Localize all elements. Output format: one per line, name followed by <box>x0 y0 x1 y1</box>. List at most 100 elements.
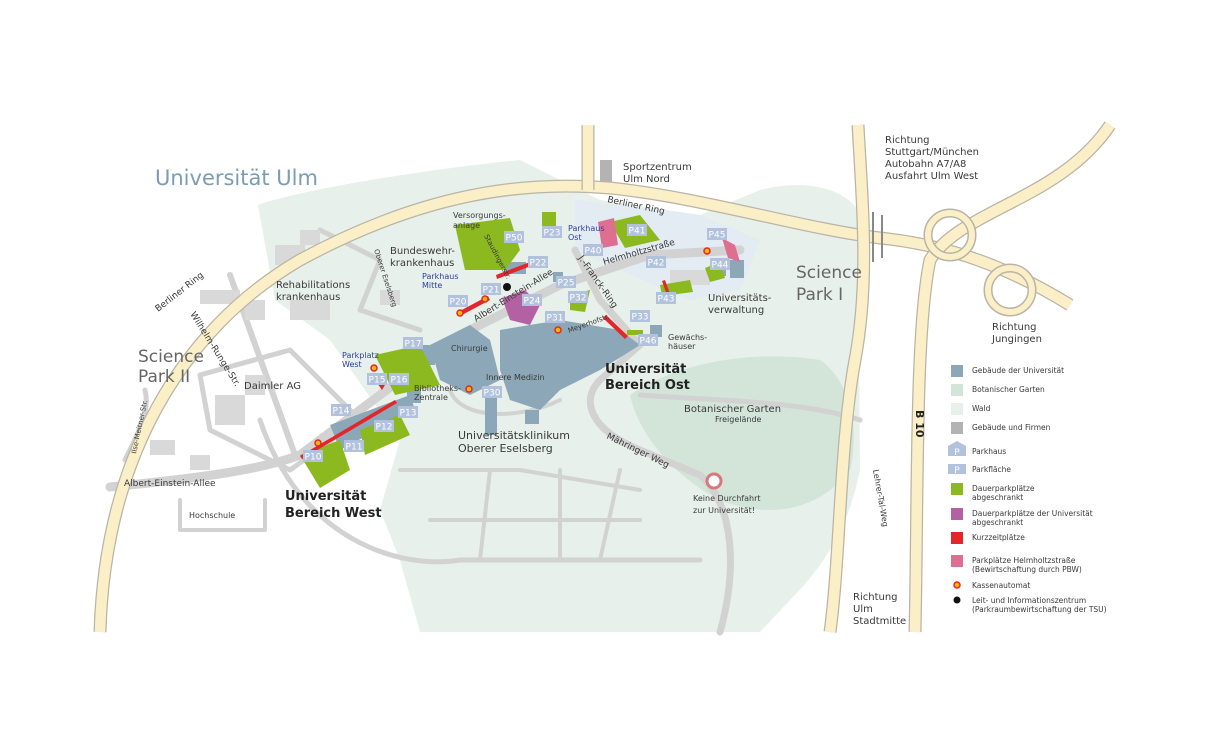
legend-item: Kurzzeitplätze <box>951 532 1025 544</box>
parking-p30[interactable]: P30 <box>482 386 502 399</box>
parking-box <box>707 228 727 240</box>
parking-p14[interactable]: P14 <box>331 404 351 417</box>
parking-p44[interactable]: P44 <box>710 258 730 271</box>
parking-box <box>481 283 501 295</box>
parking-p42[interactable]: P42 <box>646 256 666 269</box>
parking-label: P15 <box>369 376 386 386</box>
parking-p21[interactable]: P21 <box>481 283 501 296</box>
kassenautomat-icon <box>703 247 711 255</box>
parking-label: P50 <box>506 234 523 244</box>
label-bundeswehrkrankenhaus: Bundeswehr-krankenhaus <box>390 246 455 269</box>
parking-p33[interactable]: P33 <box>630 310 650 323</box>
legend-item: Botanischer Garten <box>951 384 1045 396</box>
parking-box <box>303 450 323 462</box>
parking-p20[interactable]: P20 <box>448 295 468 308</box>
parking-p32[interactable]: P32 <box>568 291 588 304</box>
parking-p24[interactable]: P24 <box>522 294 542 307</box>
legend-label: Parkhaus <box>972 447 1006 456</box>
legend-item: Parkplätze Helmholtzstraße(Bewirtschaftu… <box>951 555 1082 574</box>
parking-box <box>710 258 730 270</box>
parking-p50[interactable]: P50 <box>504 231 524 244</box>
parking-box <box>367 373 387 385</box>
legend-swatch <box>951 403 963 415</box>
legend-label: Kassenautomat <box>972 581 1030 590</box>
street-berliner-ring-west: Berliner Ring <box>154 271 206 315</box>
label-innere-medizin: Innere Medizin <box>486 373 545 382</box>
parking-p43[interactable]: P43 <box>656 292 676 305</box>
legend-label: Gebäude und Firmen <box>972 423 1051 432</box>
legend-item: Gebäude und Firmen <box>951 422 1051 434</box>
no-through-road-icon <box>705 472 723 490</box>
label-hochschule: Hochschule <box>189 511 235 520</box>
street-albert-einstein-allee-west: Albert-Einstein-Allee <box>124 479 216 489</box>
legend-item: Gebäude der Universität <box>951 365 1064 377</box>
street-lehrer-tal-weg: Lehrer-Tal-Weg <box>871 469 890 528</box>
parking-label: P40 <box>585 247 602 257</box>
map-title: Universität Ulm <box>155 166 318 190</box>
legend-swatch <box>951 483 963 495</box>
label-universitaetsverwaltung: Universitäts-verwaltung <box>708 293 772 316</box>
parking-p17[interactable]: P17 <box>403 337 423 350</box>
parking-p15[interactable]: P15 <box>367 373 387 386</box>
parking-box <box>403 337 423 349</box>
parking-p10[interactable]: P10 <box>303 450 323 463</box>
parking-glyph: P <box>954 466 960 476</box>
legend-label: Parkplätze Helmholtzstraße <box>972 556 1076 565</box>
parking-p11[interactable]: P11 <box>344 440 364 453</box>
parking-box <box>482 386 502 398</box>
parking-p31[interactable]: P31 <box>545 311 565 324</box>
parking-label: P24 <box>524 297 541 307</box>
legend-label: abgeschrankt <box>972 493 1023 502</box>
parking-label: P17 <box>405 340 422 350</box>
parking-p40[interactable]: P40 <box>583 244 603 257</box>
other-buildings <box>150 160 710 470</box>
parking-box <box>556 276 576 288</box>
kassenautomat-icon <box>465 385 473 393</box>
parking-p13[interactable]: P13 <box>398 406 418 419</box>
parking-label: P46 <box>640 337 657 347</box>
parking-p12[interactable]: P12 <box>374 420 394 433</box>
parking-label: P43 <box>658 295 675 305</box>
label-bibliothek: Bibliotheks-Zentrale <box>414 384 461 402</box>
parking-label: P21 <box>483 286 500 296</box>
legend-swatch <box>948 464 966 474</box>
parking-label: P10 <box>305 453 322 463</box>
street-b10: B 10 <box>913 410 926 438</box>
info-center-icon <box>503 283 511 291</box>
legend-item: P Parkhaus <box>948 441 1006 458</box>
legend-swatch <box>951 508 963 520</box>
parking-box <box>504 231 524 243</box>
legend-label: Wald <box>972 404 991 413</box>
parking-box <box>528 256 548 268</box>
parking-p25[interactable]: P25 <box>556 276 576 289</box>
parking-p45[interactable]: P45 <box>707 228 727 241</box>
parking-p16[interactable]: P16 <box>389 373 409 386</box>
parking-p22[interactable]: P22 <box>528 256 548 269</box>
legend-label: (Parkraumbewirtschaftung der TSU) <box>972 605 1107 614</box>
helmholtz-parking-areas <box>598 218 740 262</box>
parking-label: P42 <box>648 259 665 269</box>
parking-label: P32 <box>570 294 587 304</box>
parking-p23[interactable]: P23 <box>542 226 562 239</box>
parking-glyph: P <box>954 448 960 458</box>
parking-box <box>398 406 418 418</box>
legend-item: Kassenautomat <box>953 581 1030 590</box>
parking-label: P11 <box>346 443 363 453</box>
parking-p46[interactable]: P46 <box>638 334 658 347</box>
parking-label: P16 <box>391 376 408 386</box>
parking-p41[interactable]: P41 <box>627 224 647 237</box>
parking-box <box>646 256 666 268</box>
